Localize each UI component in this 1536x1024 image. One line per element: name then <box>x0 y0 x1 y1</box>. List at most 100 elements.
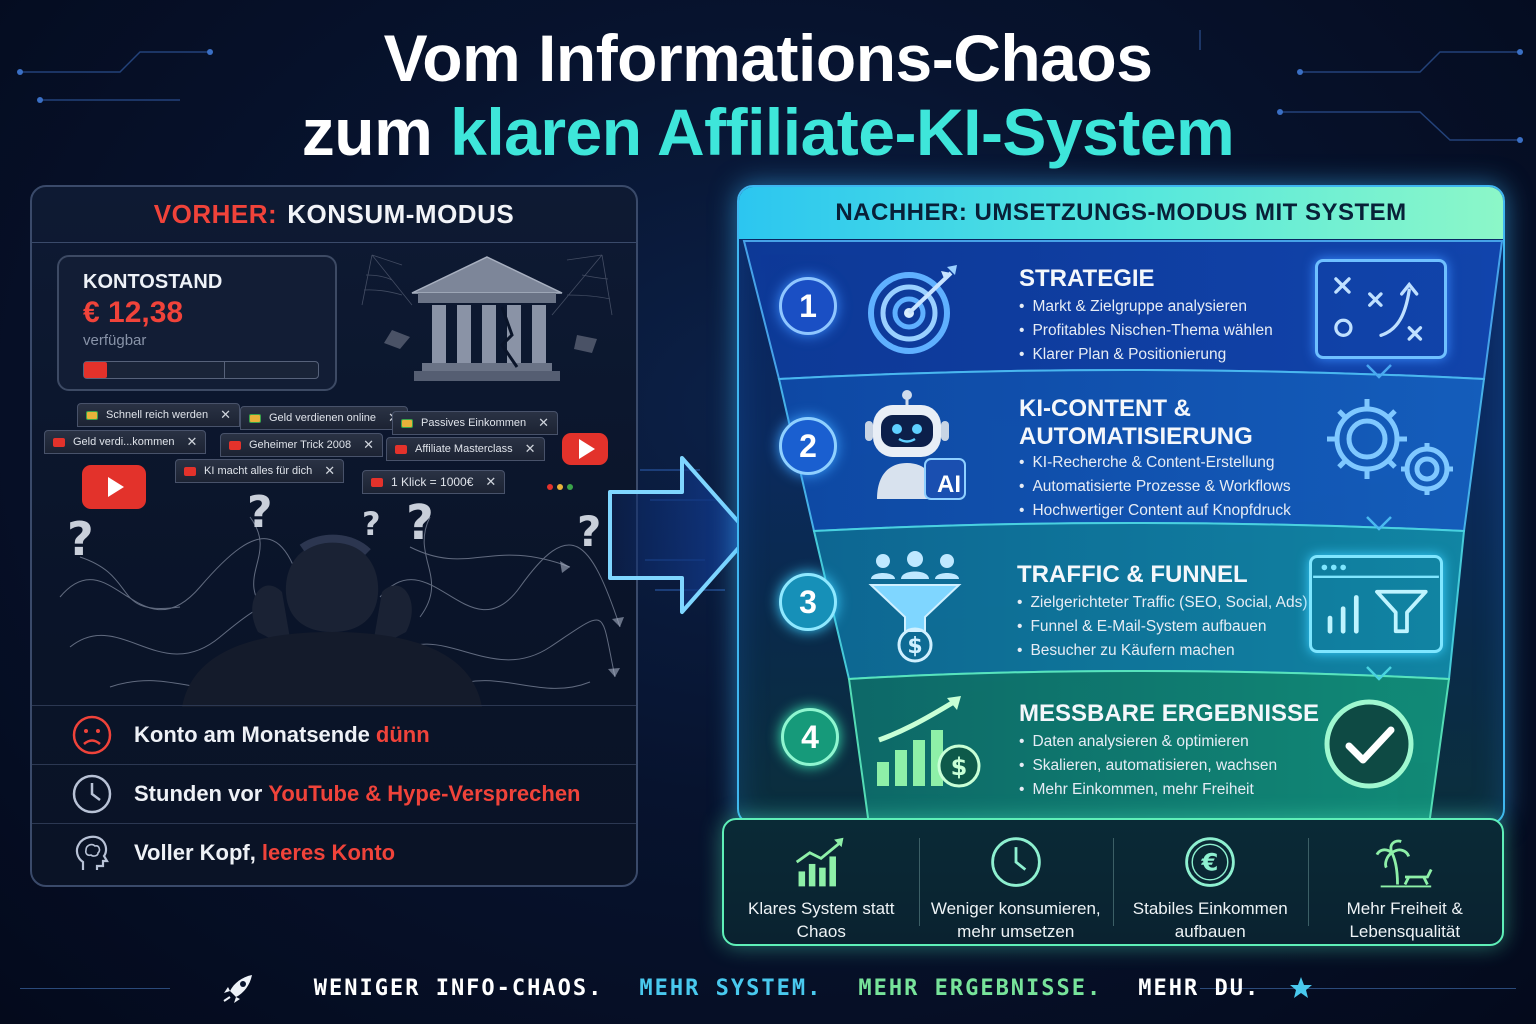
pain-item-highlight: YouTube & Hype-Versprechen <box>268 781 581 806</box>
step-title: STRATEGIE <box>1019 265 1155 292</box>
browser-tab[interactable]: Geld verdienen online ✕ <box>240 406 408 430</box>
benefit-item: Klares System statt Chaos <box>724 820 919 944</box>
step-bullet: Automatisierte Prozesse & Workflows <box>1019 475 1291 499</box>
benefit-text: Weniger konsumieren, mehr umsetzen <box>930 899 1101 942</box>
palm-beach-icon <box>1375 839 1433 888</box>
browser-tab-label: Geld verdi...kommen <box>73 436 175 448</box>
funnel-dashboard-icon <box>1309 555 1443 653</box>
step-bullet: Klarer Plan & Positionierung <box>1019 343 1273 367</box>
browser-tab[interactable]: Affiliate Masterclass ✕ <box>386 437 545 461</box>
account-balance-bar <box>83 361 319 379</box>
youtube-favicon-icon <box>53 437 65 447</box>
window-dot-icon <box>547 484 553 490</box>
step-bullet-list: Zielgerichteter Traffic (SEO, Social, Ad… <box>1017 591 1308 663</box>
before-panel: VORHER: KONSUM-MODUS KONTOSTAND € 12,38 … <box>30 185 638 887</box>
benefits-bar: Klares System statt Chaos Weniger konsum… <box>722 818 1504 946</box>
ai-badge: AI <box>937 471 961 498</box>
close-icon[interactable]: ✕ <box>324 463 336 478</box>
account-balance-label: KONTOSTAND <box>83 271 223 293</box>
people-funnel-icon: $ <box>868 551 962 663</box>
pain-item-text: Konto am Monatsende <box>134 722 370 747</box>
account-balance-value: € 12,38 <box>83 296 184 329</box>
chaos-scribbles <box>59 516 624 689</box>
window-controls <box>547 484 573 490</box>
browser-tab-label: 1 Klick = 1000€ <box>391 475 474 489</box>
youtube-favicon-icon <box>184 466 196 476</box>
account-balance-bar-fill <box>84 362 108 378</box>
youtube-play-icon <box>82 465 146 509</box>
browser-tab-label: Passives Einkommen <box>421 417 527 429</box>
browser-tab-label: Geld verdienen online <box>269 412 377 424</box>
browser-tab[interactable]: Geld verdi...kommen ✕ <box>44 430 207 454</box>
browser-tab-label: Geheimer Trick 2008 <box>249 439 352 451</box>
step-bullet-list: KI-Recherche & Content-Erstellung Automa… <box>1019 451 1291 523</box>
pain-item-highlight: leeres Konto <box>261 840 396 865</box>
close-icon[interactable]: ✕ <box>363 437 375 452</box>
browser-tab-label: KI macht alles für dich <box>204 465 313 477</box>
pain-item-mind: Voller Kopf, leeres Konto <box>32 823 636 882</box>
tagline-divider <box>20 988 170 989</box>
tagline-part: WENIGER INFO-CHAOS. <box>313 975 604 1001</box>
before-panel-header: VORHER: KONSUM-MODUS <box>32 187 636 243</box>
title-line-2-accent: klaren Affiliate-KI-System <box>450 94 1235 169</box>
browser-tab[interactable]: Geheimer Trick 2008 ✕ <box>220 433 384 457</box>
youtube-favicon-icon <box>395 444 407 454</box>
browser-tab[interactable]: Passives Einkommen ✕ <box>392 411 559 435</box>
euro-coin-icon: € <box>1185 837 1236 887</box>
browser-tab-label: Schnell reich werden <box>106 409 209 421</box>
page-title: Vom Informations-Chaos zum klaren Affili… <box>0 21 1536 170</box>
browser-tab[interactable]: Schnell reich werden ✕ <box>77 403 241 427</box>
step-number-badge: 3 <box>779 573 837 631</box>
pain-item-highlight: dünn <box>375 722 430 747</box>
before-pain-list: Konto am Monatsende dünn Stunden vor You… <box>32 705 636 882</box>
broken-bank-icon <box>361 254 613 381</box>
star-icon <box>1290 977 1313 998</box>
youtube-play-icon <box>562 433 608 465</box>
close-icon[interactable]: ✕ <box>186 434 198 449</box>
step-bullet: Funnel & E-Mail-System aufbauen <box>1017 615 1308 639</box>
target-icon <box>868 265 957 354</box>
tagline-divider <box>1200 988 1516 989</box>
step-bullet-list: Markt & Zielgruppe analysieren Profitabl… <box>1019 295 1273 367</box>
rocket-icon <box>223 975 252 1003</box>
browser-tab[interactable]: KI macht alles für dich ✕ <box>175 459 345 483</box>
before-header-prefix: VORHER: <box>153 199 278 229</box>
tagline-part: MEHR DU. <box>1138 975 1261 1001</box>
tagline-part: MEHR ERGEBNISSE. <box>858 975 1103 1001</box>
pain-item-text: Voller Kopf, <box>134 840 256 865</box>
close-icon[interactable]: ✕ <box>485 474 497 489</box>
pain-item-account: Konto am Monatsende dünn <box>32 705 636 764</box>
benefit-item: Mehr Freiheit & Lebensqualität <box>1307 820 1503 944</box>
step-bullet: KI-Recherche & Content-Erstellung <box>1019 451 1291 475</box>
step-bullet-list: Daten analysieren & optimieren Skalieren… <box>1019 730 1277 802</box>
sad-face-icon <box>70 713 114 757</box>
step-bullet: Daten analysieren & optimieren <box>1019 730 1277 754</box>
close-icon[interactable]: ✕ <box>220 407 232 422</box>
after-panel-header: NACHHER: UMSETZUNGS-MODUS MIT SYSTEM <box>739 187 1503 239</box>
browser-tab[interactable]: 1 Klick = 1000€ ✕ <box>362 470 506 494</box>
pain-item-time: Stunden vor YouTube & Hype-Versprechen <box>32 764 636 823</box>
question-mark: ? <box>247 487 273 538</box>
account-balance-bar-tick <box>224 362 226 378</box>
question-mark: ? <box>362 505 381 543</box>
checkmark-icon <box>1324 699 1414 789</box>
strategy-board-icon <box>1315 259 1447 359</box>
question-mark: ? <box>67 512 94 566</box>
close-icon[interactable]: ✕ <box>524 441 536 456</box>
step-bullet: Profitables Nischen-Thema wählen <box>1019 319 1272 343</box>
step-bullet: Besucher zu Käufern machen <box>1017 639 1308 663</box>
step-bullet: Hochwertiger Content auf Knopfdruck <box>1019 499 1290 523</box>
step-bullet: Zielgerichteter Traffic (SEO, Social, Ad… <box>1017 591 1307 615</box>
clock-icon <box>990 837 1041 887</box>
google-favicon-icon <box>86 410 98 420</box>
robot-ai-icon <box>865 390 966 500</box>
step-title: KI-CONTENT & AUTOMATISIERUNG <box>1019 395 1253 451</box>
stressed-person-silhouette <box>182 534 482 707</box>
step-bullet: Skalieren, automatisieren, wachsen <box>1019 754 1277 778</box>
window-dot-icon <box>567 484 573 490</box>
youtube-favicon-icon <box>371 477 383 487</box>
benefit-text: Klares System statt Chaos <box>748 899 895 942</box>
close-icon[interactable]: ✕ <box>538 415 550 430</box>
benefit-item: € Stabiles Einkommen aufbauen <box>1113 820 1308 944</box>
step-number-badge: 4 <box>781 708 839 766</box>
